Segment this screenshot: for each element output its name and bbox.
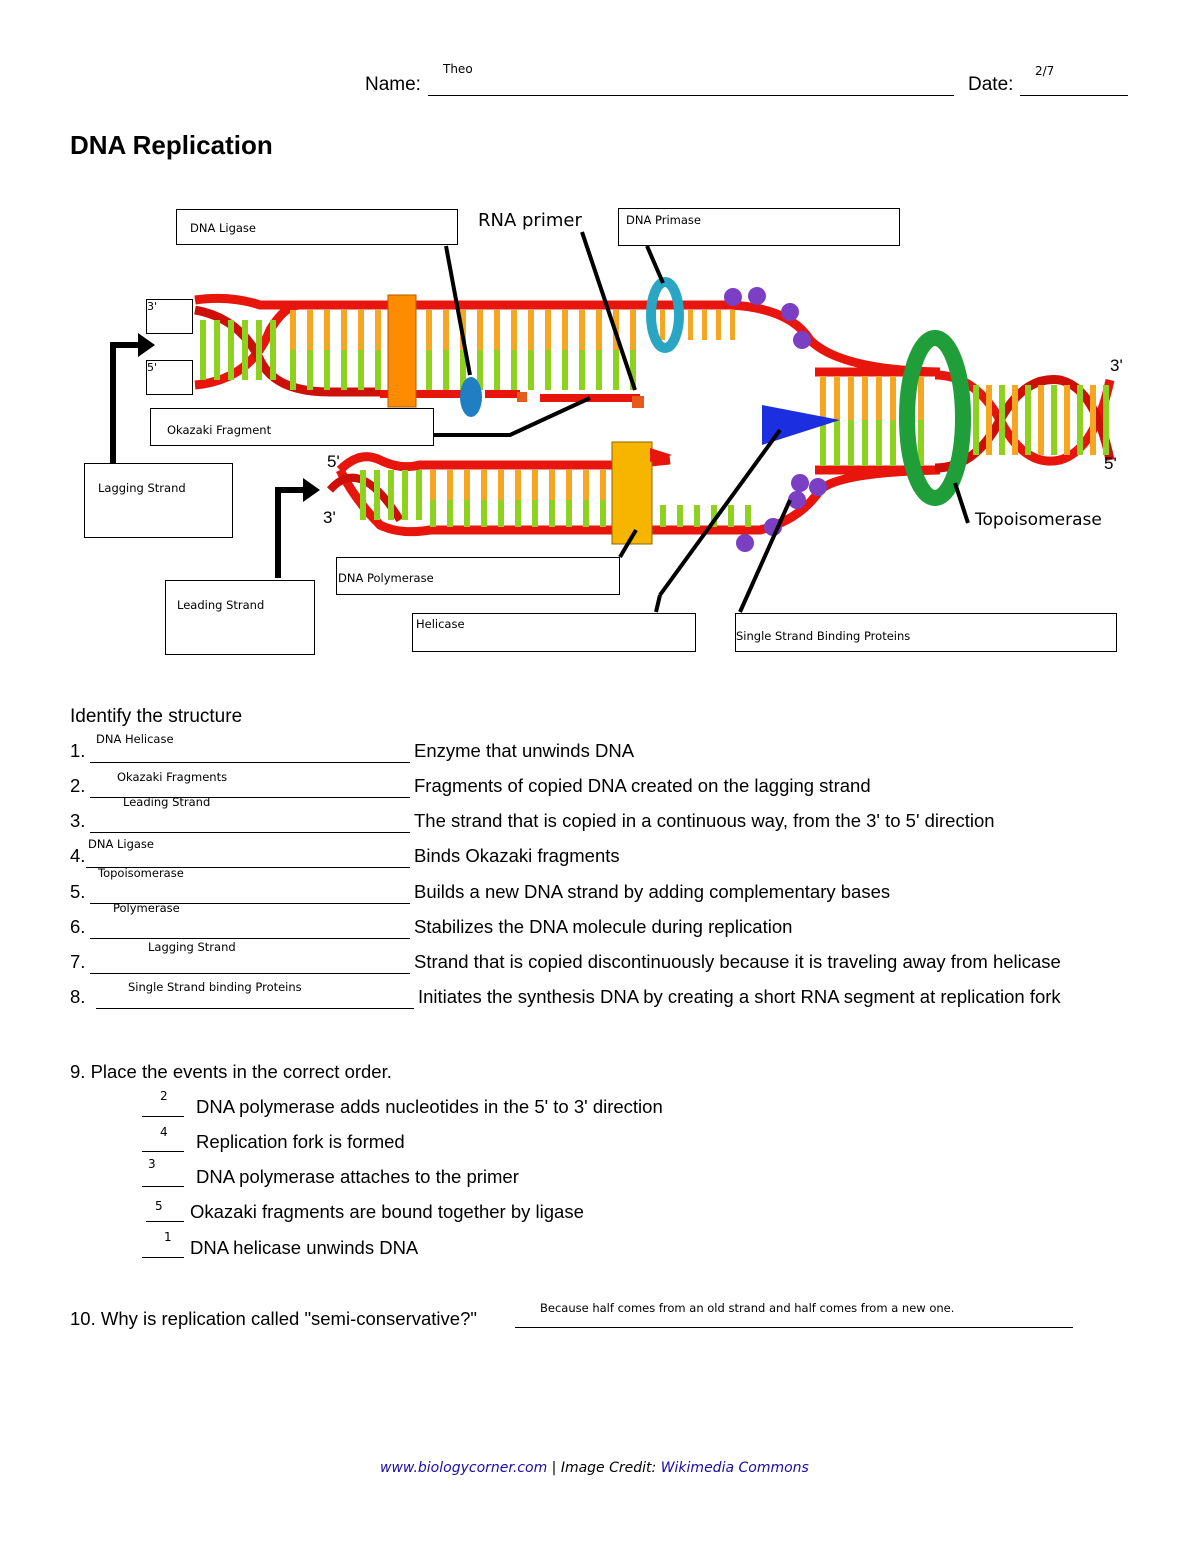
ligase-shape (460, 377, 482, 417)
identify-underline[interactable] (90, 973, 410, 974)
order-answer[interactable]: 4 (160, 1125, 168, 1139)
order-answer[interactable]: 3 (148, 1157, 156, 1171)
identify-number: 1. (70, 740, 86, 761)
diagram-svg (110, 231, 1115, 613)
identify-number: 5. (70, 881, 86, 902)
q10-underline[interactable] (515, 1327, 1073, 1328)
answer-box-leading[interactable]: Leading Strand (165, 580, 315, 655)
q10-answer[interactable]: Because half comes from an old strand an… (540, 1301, 955, 1315)
topoisomerase-ring (899, 330, 971, 506)
identify-answer[interactable]: DNA Helicase (96, 732, 174, 746)
order-underline[interactable] (146, 1221, 184, 1222)
identify-description: Fragments of copied DNA created on the l… (414, 775, 871, 796)
identify-description: Stabilizes the DNA molecule during repli… (414, 916, 793, 937)
polymerase-lower (611, 441, 653, 545)
five-prime-box[interactable]: 5' (146, 360, 193, 395)
five-prime-right: 5' (1104, 454, 1117, 473)
identify-underline[interactable] (90, 797, 410, 798)
identify-answer[interactable]: Lagging Strand (148, 940, 236, 954)
order-event-text: Okazaki fragments are bound together by … (190, 1201, 584, 1222)
answer-box-lagging[interactable]: Lagging Strand (84, 463, 233, 538)
identify-answer[interactable]: Single Strand binding Proteins (128, 980, 302, 994)
answer-box-helicase[interactable]: Helicase (412, 613, 696, 652)
identify-number: 6. (70, 916, 86, 937)
order-event-text: DNA polymerase adds nucleotides in the 5… (196, 1096, 663, 1117)
identify-number: 2. (70, 775, 86, 796)
identify-underline[interactable] (96, 1008, 414, 1009)
name-value[interactable]: Theo (443, 62, 473, 76)
order-underline[interactable] (142, 1257, 184, 1258)
primase-ring (646, 277, 684, 353)
identify-description: Builds a new DNA strand by adding comple… (414, 881, 891, 902)
polymerase-upper (387, 294, 417, 408)
date-value[interactable]: 2/7 (1035, 64, 1055, 78)
footer-link-biologycorner[interactable]: www.biologycorner.com (380, 1460, 548, 1476)
date-underline[interactable] (1020, 95, 1128, 96)
identify-answer[interactable]: Okazaki Fragments (117, 770, 228, 784)
order-event-text: Replication fork is formed (196, 1131, 405, 1152)
footer-link-wikimedia[interactable]: Wikimedia Commons (660, 1460, 809, 1476)
helicase-shape (762, 405, 840, 445)
order-heading: 9. Place the events in the correct order… (70, 1061, 392, 1082)
order-underline[interactable] (142, 1151, 184, 1152)
identify-number: 7. (70, 951, 86, 972)
identify-number: 8. (70, 986, 86, 1007)
identify-description: Enzyme that unwinds DNA (414, 740, 635, 761)
rna-primer-label: RNA primer (478, 210, 582, 231)
identify-underline[interactable] (86, 867, 410, 868)
three-prime-right: 3' (1110, 356, 1123, 375)
three-prime-box[interactable]: 3' (146, 299, 193, 334)
answer-box-dna-ligase[interactable]: DNA Ligase (176, 209, 458, 245)
dna-replication-diagram (80, 200, 1130, 660)
name-underline[interactable] (428, 95, 954, 96)
identify-heading: Identify the structure (70, 706, 243, 727)
identify-answer[interactable]: DNA Ligase (88, 837, 154, 851)
identify-description: Strand that is copied discontinuously be… (414, 951, 1061, 972)
order-answer[interactable]: 2 (160, 1089, 168, 1103)
ssb-proteins (724, 287, 827, 552)
order-answer[interactable]: 5 (155, 1199, 163, 1213)
identify-answer[interactable]: Topoisomerase (98, 866, 184, 880)
answer-box-ssb[interactable]: Single Strand Binding Proteins (735, 613, 1117, 652)
footer-separator: | Image Credit: (547, 1460, 661, 1476)
identify-underline[interactable] (90, 762, 410, 763)
order-underline[interactable] (142, 1186, 184, 1187)
order-underline[interactable] (142, 1116, 184, 1117)
q10-question: 10. Why is replication called "semi-cons… (70, 1308, 477, 1329)
identify-underline[interactable] (90, 903, 410, 904)
order-answer[interactable]: 1 (164, 1230, 172, 1244)
order-event-text: DNA polymerase attaches to the primer (196, 1166, 519, 1187)
three-prime-lower: 3' (323, 508, 336, 527)
identify-description: Binds Okazaki fragments (414, 845, 620, 866)
upper-strand (194, 293, 941, 402)
identify-description: Initiates the synthesis DNA by creating … (418, 986, 1061, 1007)
order-event-text: DNA helicase unwinds DNA (190, 1237, 419, 1258)
identify-answer[interactable]: Leading Strand (123, 795, 211, 809)
topoisomerase-label: Topoisomerase (975, 510, 1102, 530)
footer: www.biologycorner.com | Image Credit: Wi… (380, 1460, 809, 1476)
identify-description: The strand that is copied in a continuou… (414, 810, 995, 831)
answer-box-polymerase[interactable]: DNA Polymerase (336, 557, 620, 595)
answer-box-okazaki[interactable]: Okazaki Fragment (150, 408, 434, 446)
identify-number: 4. (70, 845, 86, 866)
identify-underline[interactable] (90, 832, 410, 833)
answer-box-dna-primase[interactable]: DNA Primase (618, 208, 900, 246)
identify-number: 3. (70, 810, 86, 831)
identify-underline[interactable] (90, 938, 410, 939)
five-prime-lower: 5' (327, 452, 340, 471)
page-title: DNA Replication (70, 130, 273, 160)
date-label: Date: (968, 74, 1014, 95)
name-label: Name: (365, 74, 421, 95)
identify-answer[interactable]: Polymerase (113, 901, 180, 915)
